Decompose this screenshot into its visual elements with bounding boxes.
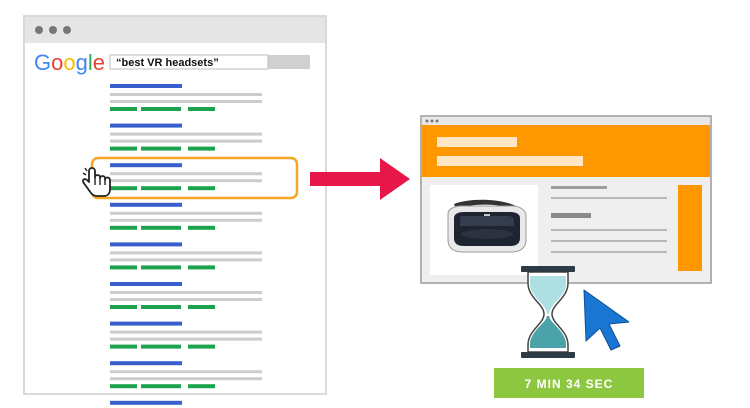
result-url-bar: [110, 344, 137, 349]
result-title-bar: [110, 123, 182, 128]
search-result-item[interactable]: [110, 321, 262, 349]
landing-page-window: [420, 115, 712, 284]
time-on-page-label: 7 MIN 34 SEC: [525, 377, 614, 391]
google-logo-letter: o: [63, 50, 75, 75]
google-logo-letter: l: [88, 50, 93, 75]
time-badge-background: [494, 368, 644, 398]
google-logo-letter: o: [51, 50, 63, 75]
landing-header-bar: [437, 137, 517, 147]
result-url-bar: [141, 265, 181, 270]
google-logo-letter: g: [76, 50, 88, 75]
text-line: [551, 197, 667, 199]
search-result-item[interactable]: [110, 242, 262, 270]
search-results-list: [110, 84, 262, 408]
vr-headset-icon: [447, 199, 527, 253]
search-box[interactable]: “best VR headsets”: [109, 54, 310, 70]
result-title-bar: [110, 202, 182, 207]
search-result-item[interactable]: [110, 163, 262, 191]
result-url-bar: [188, 107, 215, 111]
result-url-bar: [188, 305, 215, 309]
result-snippet-line: [110, 218, 262, 222]
text-line: [551, 213, 591, 218]
landing-window-titlebar: [422, 117, 710, 125]
text-line: [551, 186, 607, 189]
window-dot-icon: [425, 119, 429, 123]
mouse-cursor-icon: [583, 289, 630, 351]
result-url-bar: [110, 146, 137, 151]
time-on-page-badge: 7 MIN 34 SEC: [494, 368, 644, 398]
result-snippet-line: [110, 298, 262, 301]
hand-pointer-icon: [82, 167, 111, 197]
window-dot-icon: [35, 26, 43, 34]
search-window-titlebar: [25, 17, 325, 43]
result-snippet-line: [110, 93, 262, 96]
result-snippet-line: [110, 330, 262, 334]
result-snippet-line: [110, 291, 262, 294]
result-snippet-line: [110, 377, 262, 381]
search-query-text: “best VR headsets”: [116, 57, 219, 69]
google-logo-letter: G: [34, 50, 51, 75]
result-url-bar: [141, 225, 181, 230]
search-result-item[interactable]: [110, 84, 262, 111]
landing-header-bar: [437, 156, 583, 166]
result-title-bar: [110, 400, 182, 405]
result-url-bar: [188, 146, 215, 151]
window-dot-icon: [435, 119, 439, 123]
window-dot-icon: [49, 26, 57, 34]
result-url-bar: [188, 265, 215, 270]
google-logo-letter: e: [93, 50, 105, 75]
text-line: [551, 240, 667, 242]
search-browser-window: Google “best VR headsets”: [23, 15, 327, 408]
result-url-bar: [110, 107, 137, 111]
result-snippet-line: [110, 100, 262, 103]
result-title-bar: [110, 163, 182, 168]
result-url-bar: [188, 344, 215, 349]
result-snippet-line: [110, 132, 262, 136]
search-result-item[interactable]: [110, 123, 262, 151]
result-snippet-line: [110, 251, 262, 255]
result-title-bar: [110, 282, 182, 286]
result-snippet-line: [110, 258, 262, 262]
result-snippet-line: [110, 179, 262, 183]
window-dot-icon: [430, 119, 434, 123]
result-url-bar: [188, 186, 215, 191]
result-snippet-line: [110, 139, 262, 143]
result-url-bar: [141, 107, 181, 111]
search-result-item[interactable]: [110, 202, 262, 230]
right-arrow-icon: [310, 158, 410, 200]
text-line: [551, 251, 667, 253]
window-dot-icon: [63, 26, 71, 34]
result-url-bar: [110, 225, 137, 230]
landing-header-banner: [422, 125, 710, 177]
result-url-bar: [188, 384, 215, 389]
result-url-bar: [141, 344, 181, 349]
result-title-bar: [110, 242, 182, 247]
landing-sidebar: [678, 185, 702, 271]
result-snippet-line: [110, 337, 262, 341]
google-logo: Google: [34, 50, 105, 75]
hourglass-icon: [521, 266, 575, 358]
search-input[interactable]: [109, 54, 269, 70]
result-url-bar: [188, 225, 215, 230]
text-line: [551, 229, 667, 231]
result-url-bar: [141, 146, 181, 151]
result-snippet-line: [110, 370, 262, 374]
result-url-bar: [110, 265, 137, 270]
result-url-bar: [141, 305, 181, 309]
result-url-bar: [110, 305, 137, 309]
search-result-item[interactable]: [110, 282, 262, 309]
result-url-bar: [110, 186, 137, 191]
result-snippet-line: [110, 172, 262, 176]
result-url-bar: [110, 384, 137, 389]
result-url-bar: [141, 186, 181, 191]
result-snippet-line: [110, 211, 262, 215]
result-title-bar: [110, 84, 182, 88]
search-result-item[interactable]: [110, 400, 262, 408]
search-result-item[interactable]: [110, 361, 262, 389]
result-title-bar: [110, 321, 182, 326]
result-title-bar: [110, 361, 182, 366]
result-url-bar: [141, 384, 181, 389]
